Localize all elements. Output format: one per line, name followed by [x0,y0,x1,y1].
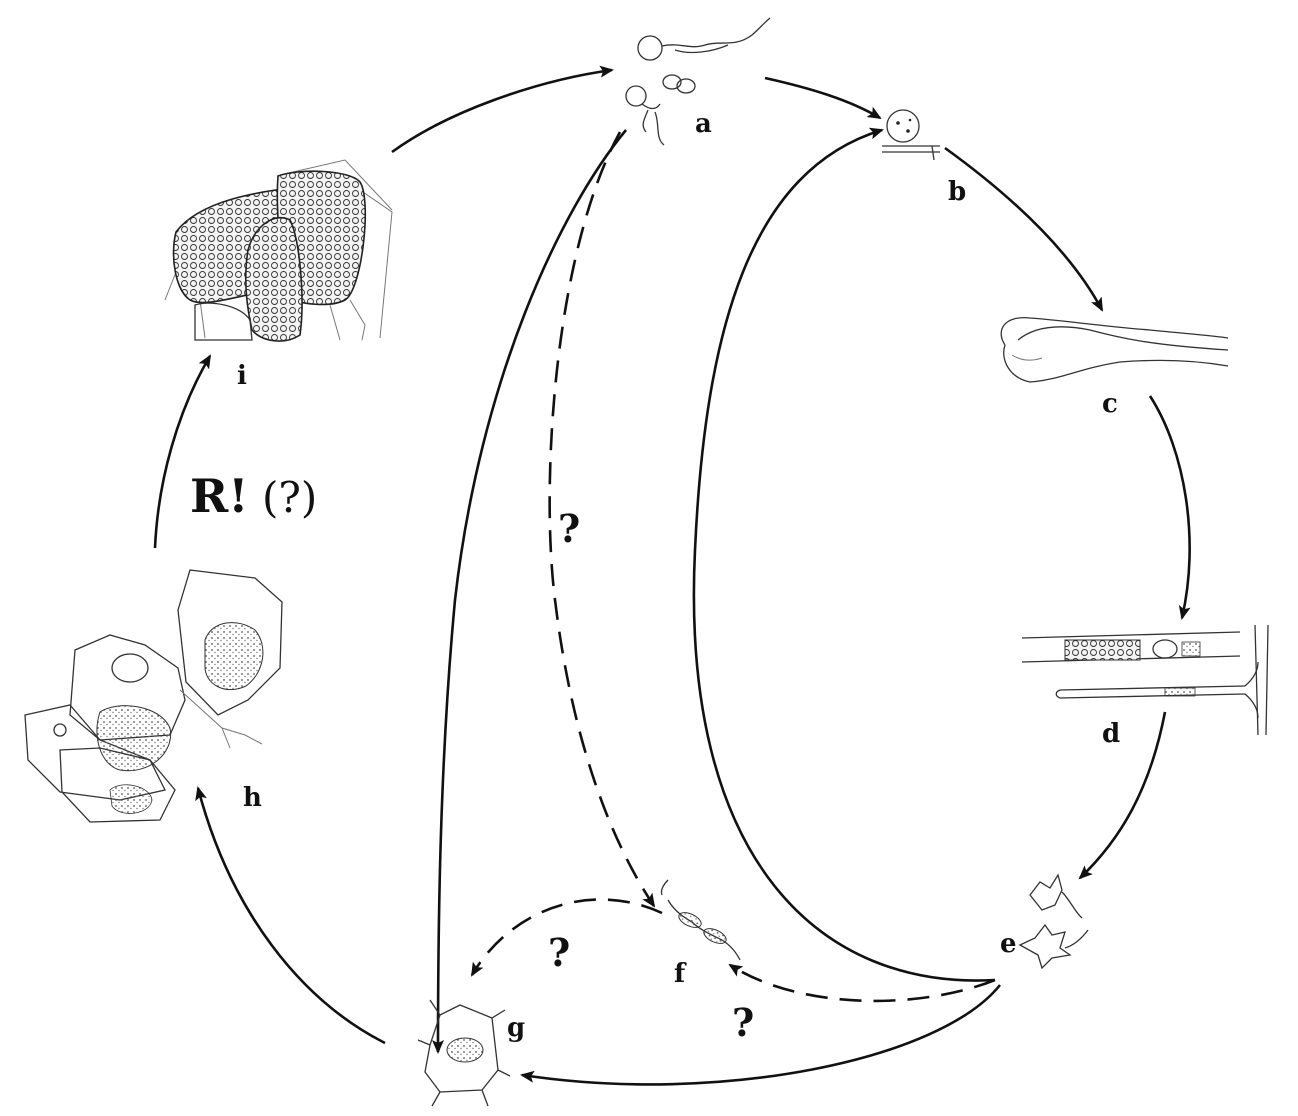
label-e: e [1000,929,1017,959]
arrow-e-to-b [694,130,995,981]
question-mark-f-to-g: ? [548,930,570,975]
arrow-g-to-h [198,788,385,1043]
stage-f-illustration [661,880,740,960]
label-g: g [507,1013,525,1043]
question-mark-a-to-f: ? [558,506,580,551]
stage-b-illustration [882,110,940,160]
arrow-e-to-g [522,985,1000,1084]
uncertainty-marks: ? ? ? [548,506,754,1045]
stage-e-illustration [1020,875,1088,968]
label-c: c [1102,389,1118,419]
label-b: b [948,177,966,207]
label-f: f [674,959,687,989]
stage-i-illustration [165,160,392,341]
arrow-e-to-f-dashed [730,965,995,1001]
arrow-b-to-c [945,148,1102,310]
arrow-c-to-d [1150,396,1190,618]
arrow-a-to-g [438,130,626,1052]
label-i: i [237,361,247,391]
r-step-note: (?) [262,473,317,522]
r-step-label: R! (?) [190,469,317,523]
arrow-d-to-e [1080,712,1165,878]
arrow-a-to-b [765,78,880,118]
stage-d-illustration [1022,625,1268,735]
label-d: d [1102,719,1120,749]
label-h: h [243,783,262,813]
stage-g-illustration [418,1000,510,1106]
r-step-bold: R! [190,469,248,523]
stage-c-illustration [1001,318,1228,382]
question-mark-e-to-f: ? [732,1000,754,1045]
label-a: a [695,109,712,139]
stage-labels: a b c d e f g h i [237,109,1120,1043]
arrow-i-to-a [392,70,612,152]
